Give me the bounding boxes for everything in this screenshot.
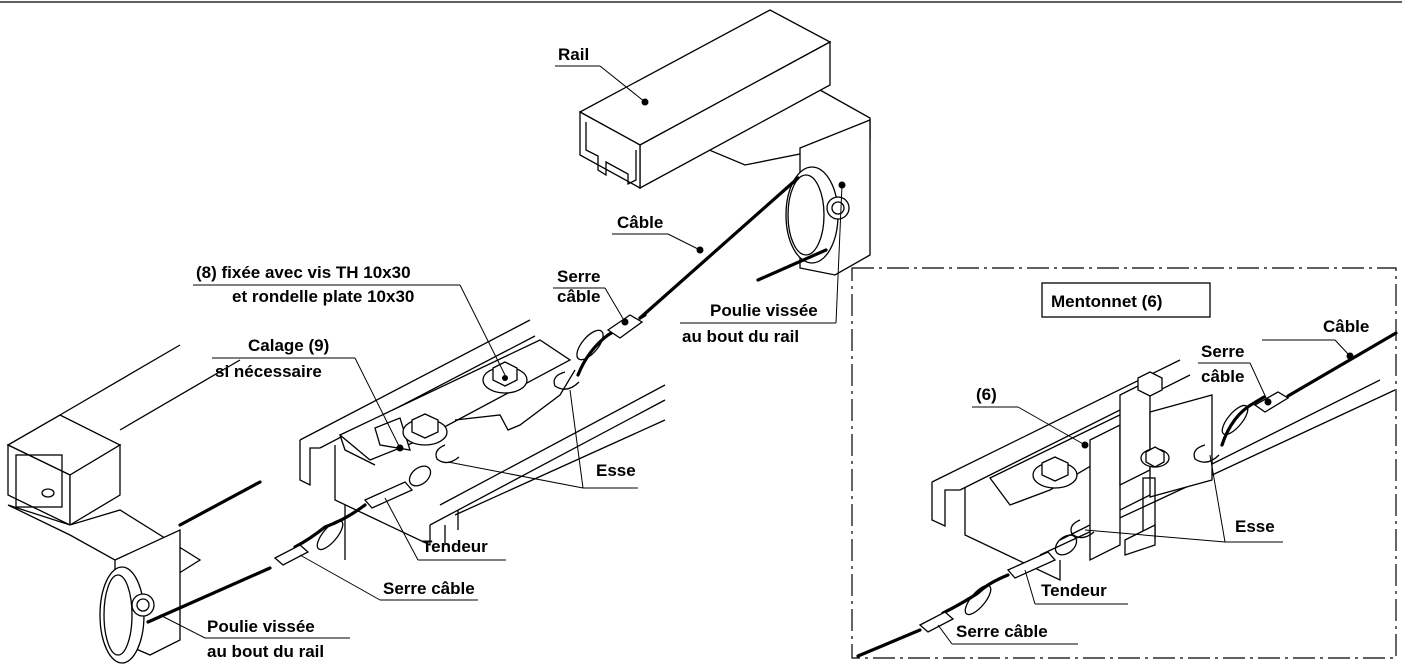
left-cable-lower (146, 566, 272, 624)
detail-label-serre-cable: Serre câble (937, 622, 1078, 645)
top-pulley-bolt (826, 196, 850, 220)
svg-text:Calage (9): Calage (9) (248, 336, 329, 355)
svg-text:Câble: Câble (1323, 317, 1369, 336)
detail-serre-cable-bottom (918, 611, 955, 633)
svg-text:Câble: Câble (617, 213, 663, 232)
bolt-1 (411, 413, 439, 439)
top-cable (638, 176, 800, 320)
label-cable-top: Câble (612, 213, 704, 254)
svg-text:câble: câble (557, 287, 600, 306)
label-serre-cable-bottom: Serre câble (299, 554, 478, 601)
serre-cable-bottom (273, 544, 310, 566)
mentonnet-plate (338, 339, 572, 461)
esse-left-2 (553, 371, 580, 390)
tendeur-left (363, 481, 414, 509)
svg-text:Tendeur: Tendeur (1041, 581, 1107, 600)
esse-left-1 (435, 444, 460, 464)
svg-text:et rondelle plate 10x30: et rondelle plate 10x30 (232, 287, 414, 306)
svg-text:au bout du rail: au bout du rail (207, 642, 324, 661)
svg-text:(6): (6) (976, 385, 997, 404)
label-poulie-top: Poulie vissée au bout du rail (680, 181, 846, 346)
left-cable-upper (178, 480, 262, 527)
label-poulie-bottom: Poulie vissée au bout du rail (159, 614, 350, 661)
svg-text:câble: câble (1201, 367, 1244, 386)
detail-bolt-mid (1145, 446, 1165, 468)
detail-bracket-plate (1149, 394, 1213, 498)
detail-label-part-6: (6) (972, 385, 1089, 449)
detail-bolt-top (1137, 371, 1163, 397)
detail-bracket-upper (1119, 378, 1151, 487)
detail-label-tendeur: Tendeur (1024, 569, 1128, 605)
svg-text:Tendeur: Tendeur (422, 537, 488, 556)
left-rail-assembly (6, 344, 272, 664)
center-cable-lower (293, 503, 367, 549)
detail-bolt (1041, 456, 1069, 482)
label-calage: Calage (9) si nécessaire (212, 336, 404, 452)
label-rail: Rail (555, 45, 649, 106)
center-assembly (273, 313, 666, 566)
detail-tendeur (1006, 551, 1057, 579)
svg-text:Serre câble: Serre câble (956, 622, 1048, 641)
left-rail-side (69, 443, 121, 527)
svg-text:(8) fixée avec vis TH 10x30: (8) fixée avec vis TH 10x30 (196, 263, 411, 282)
detail-esse-2 (1193, 444, 1220, 463)
detail-esse-1 (1070, 519, 1095, 539)
svg-text:Esse: Esse (596, 461, 636, 480)
svg-text:Poulie vissée: Poulie vissée (710, 301, 818, 320)
svg-text:au bout du rail: au bout du rail (682, 327, 799, 346)
detail-view: Mentonnet (6) (851, 267, 1398, 659)
detail-title-box (1041, 282, 1211, 318)
detail-cable-lower (941, 573, 1010, 615)
detail-frame (851, 267, 1397, 659)
top-rail-assembly (578, 9, 871, 320)
label-tendeur-left: Tendeur (384, 497, 506, 561)
label-esse-left: Esse (447, 389, 638, 489)
serre-cable-top (606, 314, 644, 339)
svg-text:Poulie vissée: Poulie vissée (207, 617, 315, 636)
top-rail-tube-end (579, 110, 641, 190)
svg-text:Serre: Serre (1201, 342, 1244, 361)
svg-text:Esse: Esse (1235, 517, 1275, 536)
svg-text:Mentonnet (6): Mentonnet (6) (1051, 292, 1162, 311)
detail-cable-upper (1220, 395, 1266, 447)
detail-bracket-left (1089, 423, 1121, 562)
svg-text:si nécessaire: si nécessaire (215, 362, 322, 381)
detail-label-cable: Câble (1262, 317, 1369, 360)
left-pulley-bolt (131, 593, 155, 617)
svg-text:Serre: Serre (557, 267, 600, 286)
svg-text:Rail: Rail (558, 45, 589, 64)
detail-label-esse: Esse (1084, 454, 1283, 543)
detail-label-serre: Serre câble (1198, 342, 1272, 406)
label-serre-cable-top: Serre câble (553, 267, 629, 326)
label-fixation: (8) fixée avec vis TH 10x30 et rondelle … (193, 263, 506, 376)
center-cable-upper (576, 327, 620, 377)
svg-text:Serre câble: Serre câble (383, 579, 475, 598)
